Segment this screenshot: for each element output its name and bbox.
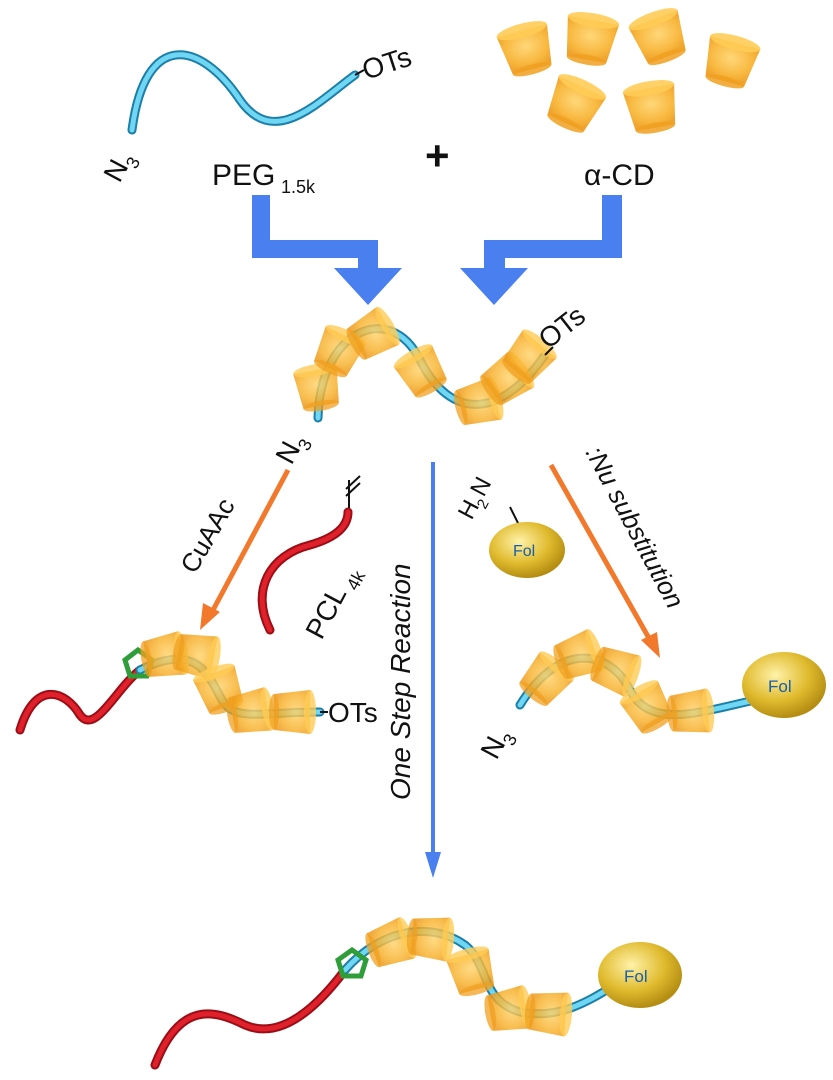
merge-arrow-right	[460, 195, 622, 305]
alpha-cd-label: α-CD	[584, 159, 655, 192]
ots-label-left: OTs	[328, 697, 378, 728]
svg-text:N: N	[465, 473, 497, 501]
product-final: Fol	[150, 914, 682, 1070]
cuaac-label: CuAAc	[174, 493, 240, 578]
one-step-label: One Step Reaction	[385, 563, 416, 800]
pcl-label: PCL 4k	[299, 566, 370, 644]
svg-text:1.5k: 1.5k	[281, 177, 316, 197]
n3-label-top: N 3	[97, 154, 144, 187]
peg-label: PEG 1.5k	[212, 159, 316, 197]
pcl-reagent	[257, 475, 361, 635]
h2n-label: H 2 N	[453, 473, 497, 524]
folate-reagent: Fol	[489, 506, 565, 578]
peg-chain-free	[127, 50, 365, 135]
svg-text:PEG: PEG	[212, 159, 275, 192]
cyclodextrin-cluster	[494, 3, 763, 139]
n3-label-mid: N 3	[269, 436, 316, 469]
cuaac-arrow	[200, 468, 291, 630]
ots-label-top: OTs	[358, 41, 415, 86]
product-right: Fol	[513, 627, 826, 739]
svg-text:Fol: Fol	[624, 967, 648, 986]
svg-text:4k: 4k	[343, 566, 370, 593]
product-left	[15, 629, 328, 738]
n3-label-right: N 3	[474, 731, 521, 764]
merge-arrow-left	[252, 195, 402, 305]
substitution-label: :Nu substitution	[580, 441, 691, 613]
plus-sign: +	[425, 132, 450, 179]
svg-text:PCL: PCL	[299, 581, 352, 644]
svg-text:Fol: Fol	[768, 677, 792, 696]
one-step-arrow	[425, 462, 441, 878]
folate-label: Fol	[513, 543, 535, 560]
substitution-arrow	[548, 463, 660, 658]
pseudorotaxane	[292, 303, 561, 431]
